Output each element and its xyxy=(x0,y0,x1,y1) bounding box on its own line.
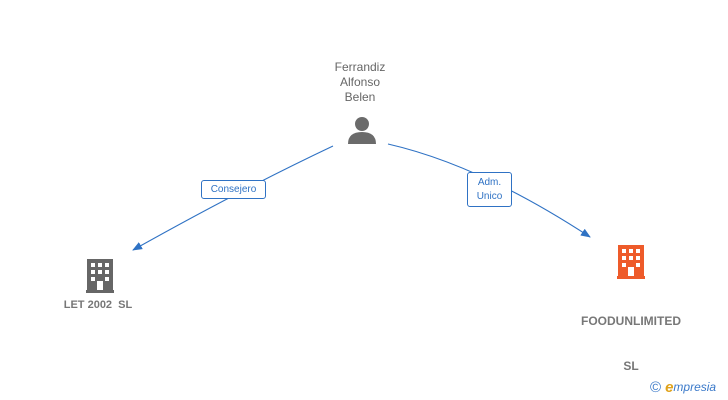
relation-label-adm-line-1: Adm. xyxy=(477,177,502,188)
person-name-line-1: Ferrandiz xyxy=(334,60,386,74)
company-name-let-2002[interactable]: LET 2002 SL xyxy=(63,299,133,311)
building-icon[interactable] xyxy=(617,245,645,284)
copyright-icon: © xyxy=(650,379,662,396)
building-icon[interactable] xyxy=(86,259,114,298)
relation-label-adm-line-2: Unico xyxy=(476,191,503,202)
company-name-food-line-2: SL xyxy=(623,359,639,373)
brand-initial: e xyxy=(665,379,674,396)
person-name-line-3: Belen xyxy=(344,90,376,104)
person-name-line-2: Alfonso xyxy=(339,75,381,89)
company-name-food-line-1: FOODUNLIMITED xyxy=(581,314,681,328)
person-name: Ferrandiz Alfonso Belen xyxy=(300,60,420,105)
relation-label-adm-unico: Adm. Unico xyxy=(467,172,512,207)
person-icon[interactable] xyxy=(347,115,377,150)
brand-logo: ©empresia xyxy=(650,379,716,399)
brand-name-rest: mpresia xyxy=(673,380,717,394)
relation-label-consejero: Consejero xyxy=(201,180,266,199)
company-name-foodunlimited[interactable]: FOODUNLIMITED SL xyxy=(566,284,696,400)
